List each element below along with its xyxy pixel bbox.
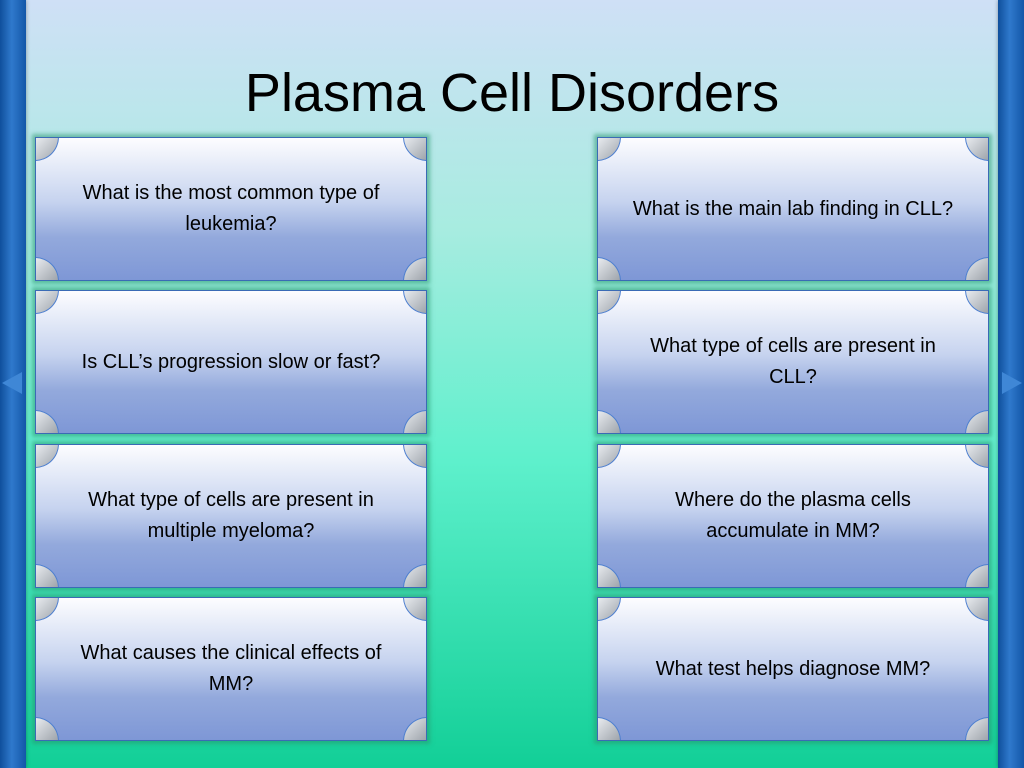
right-side-bar: [998, 0, 1024, 768]
question-text: What type of cells are present in multip…: [88, 489, 374, 542]
card-corner: [36, 138, 59, 161]
previous-arrow-icon[interactable]: [2, 372, 22, 394]
question-card-right-2[interactable]: What type of cells are present in CLL?: [597, 290, 989, 434]
card-corner: [403, 445, 426, 468]
next-arrow-icon[interactable]: [1002, 372, 1022, 394]
question-card-right-1[interactable]: What is the main lab finding in CLL?: [597, 137, 989, 281]
card-corner: [403, 598, 426, 621]
card-corner: [598, 257, 621, 280]
card-corner: [965, 410, 988, 433]
card-corner: [36, 598, 59, 621]
question-text: Where do the plasma cells accumulate in …: [675, 489, 911, 542]
question-text: What is the most common type of leukemia…: [82, 182, 380, 235]
card-corner: [403, 410, 426, 433]
card-corner: [598, 410, 621, 433]
card-corner: [403, 564, 426, 587]
card-corner: [965, 598, 988, 621]
card-corner: [403, 291, 426, 314]
card-corner: [598, 564, 621, 587]
card-corner: [598, 598, 621, 621]
card-corner: [36, 410, 59, 433]
question-card-right-3[interactable]: Where do the plasma cells accumulate in …: [597, 444, 989, 588]
card-corner: [36, 717, 59, 740]
question-text: What type of cells are present in CLL?: [650, 335, 936, 388]
card-corner: [965, 138, 988, 161]
question-card-right-4[interactable]: What test helps diagnose MM?: [597, 597, 989, 741]
card-corner: [403, 717, 426, 740]
question-card-left-1[interactable]: What is the most common type of leukemia…: [35, 137, 427, 281]
card-corner: [965, 291, 988, 314]
slide-title: Plasma Cell Disorders: [244, 63, 780, 123]
card-corner: [36, 257, 59, 280]
question-text: Is CLL’s progression slow or fast?: [81, 350, 381, 373]
card-corner: [598, 445, 621, 468]
question-card-left-2[interactable]: Is CLL’s progression slow or fast?: [35, 290, 427, 434]
card-corner: [36, 291, 59, 314]
question-card-left-3[interactable]: What type of cells are present in multip…: [35, 444, 427, 588]
card-corner: [36, 564, 59, 587]
card-corner: [965, 717, 988, 740]
question-text: What causes the clinical effects of MM?: [80, 642, 382, 695]
question-text: What test helps diagnose MM?: [655, 657, 931, 680]
card-corner: [598, 717, 621, 740]
left-side-bar: [0, 0, 26, 768]
card-corner: [965, 564, 988, 587]
card-corner: [36, 445, 59, 468]
card-corner: [598, 291, 621, 314]
question-card-left-4[interactable]: What causes the clinical effects of MM?: [35, 597, 427, 741]
question-text: What is the main lab finding in CLL?: [632, 197, 954, 220]
card-corner: [403, 138, 426, 161]
card-corner: [965, 257, 988, 280]
card-corner: [598, 138, 621, 161]
card-corner: [965, 445, 988, 468]
card-corner: [403, 257, 426, 280]
